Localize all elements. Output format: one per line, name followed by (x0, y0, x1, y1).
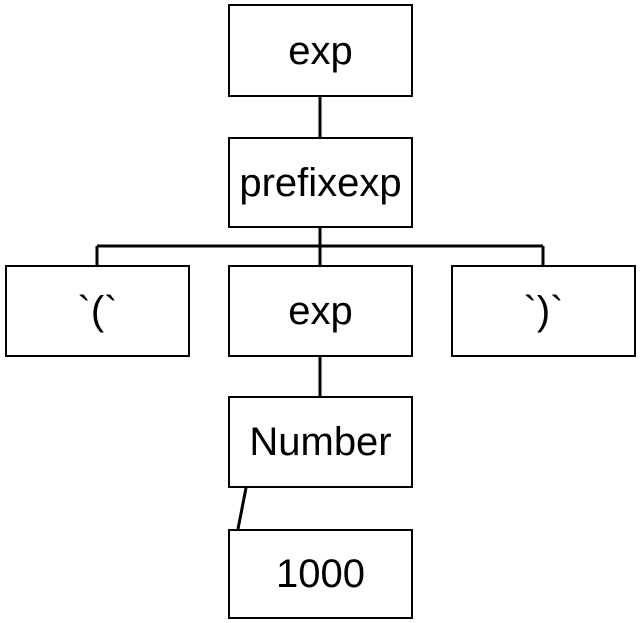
node-prefixexp: prefixexp (228, 137, 413, 228)
node-literal-1000: 1000 (228, 529, 413, 619)
node-right-paren: `)` (451, 265, 636, 357)
node-left-paren: `(` (5, 265, 190, 357)
node-exp-root: exp (228, 4, 413, 97)
node-exp-inner: exp (228, 265, 413, 357)
node-number: Number (228, 396, 413, 488)
edge-number-literal (236, 487, 248, 530)
